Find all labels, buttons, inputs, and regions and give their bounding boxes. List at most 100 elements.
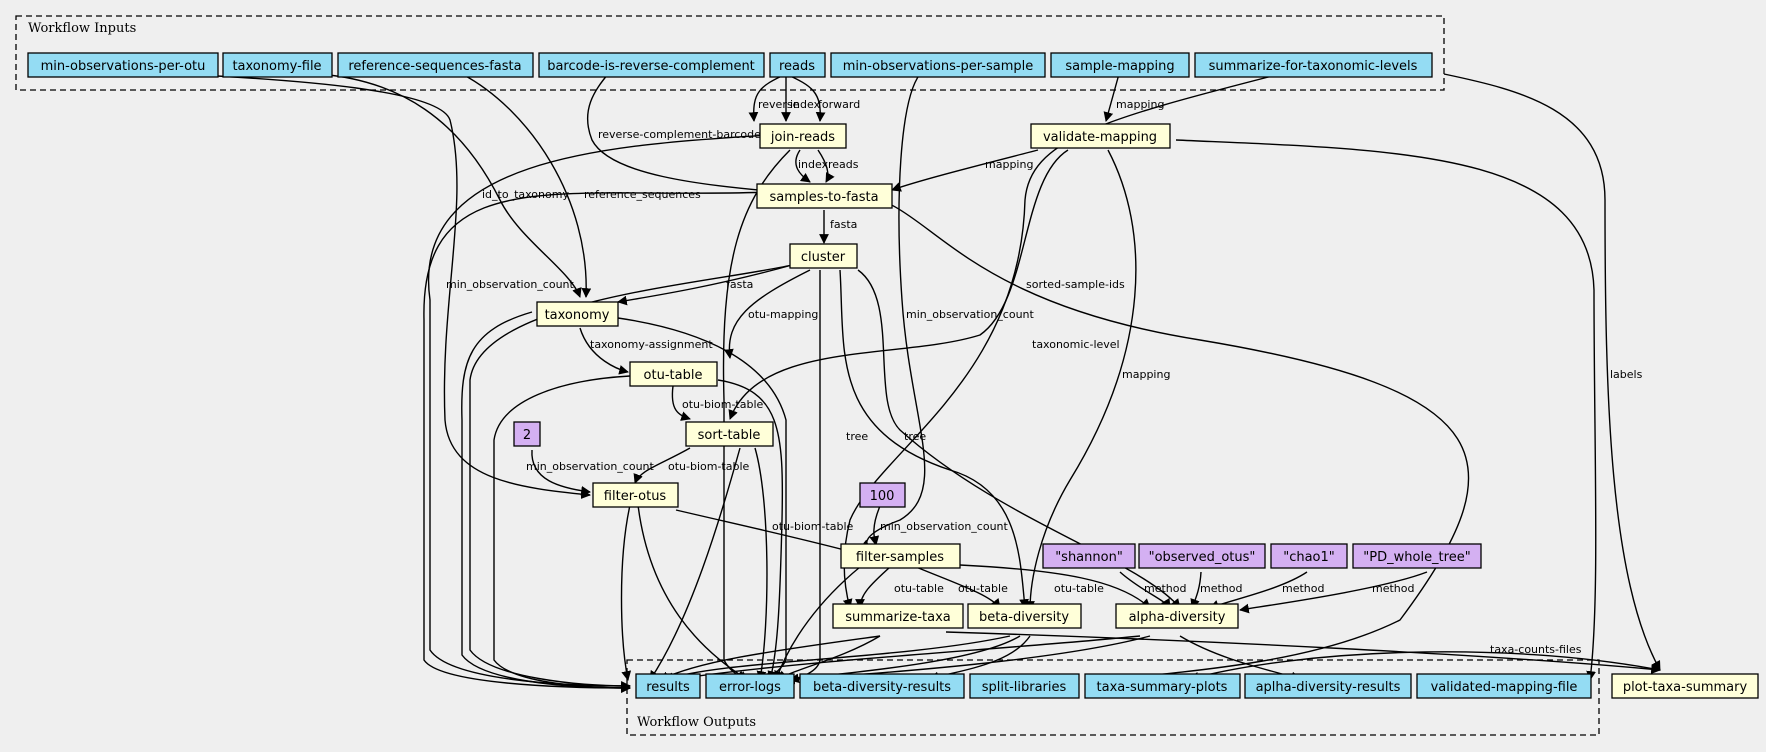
output-validated-mapping-file[interactable]: validated-mapping-file: [1416, 673, 1592, 699]
edge-sorttable-results: [649, 447, 741, 681]
step-alpha-diversity[interactable]: alpha-diversity: [1115, 603, 1239, 629]
node-label: results: [646, 680, 690, 695]
node-label: cluster: [801, 250, 846, 265]
edge-sorttable-errors: [754, 447, 768, 681]
edge-label: otu-table: [894, 582, 944, 595]
edge-join-stf-reads: [817, 149, 835, 183]
edge-validate-beta: [1025, 149, 1137, 611]
edge-label: forward: [818, 98, 860, 111]
edge-join-stf-index: [795, 149, 811, 183]
edge-label: index: [790, 98, 821, 111]
node-label: 100: [870, 489, 895, 504]
edge-label: index: [798, 158, 829, 171]
input-reference-sequences-fasta[interactable]: reference-sequences-fasta: [337, 52, 534, 78]
output-error-logs[interactable]: error-logs: [705, 673, 795, 699]
step-beta-diversity[interactable]: beta-diversity: [967, 603, 1082, 629]
edge-label: otu-biom-table: [668, 460, 750, 473]
output-alpha-diversity-results[interactable]: aplha-diversity-results: [1244, 673, 1412, 699]
input-sample-mapping[interactable]: sample-mapping: [1050, 52, 1190, 78]
edge-fs-alpha: [959, 564, 1151, 609]
edge-cluster-results: [469, 264, 793, 691]
edge-label: taxonomic-level: [1032, 338, 1120, 351]
node-label: summarize-for-taxonomic-levels: [1209, 59, 1418, 74]
param-chao1[interactable]: "chao1": [1270, 543, 1348, 569]
node-label: beta-diversity: [979, 610, 1069, 625]
edge-label: method: [1144, 582, 1186, 595]
param-pd-whole-tree[interactable]: "PD_whole_tree": [1352, 543, 1482, 569]
edge-label: min_observation_count: [526, 460, 655, 473]
step-otu-table[interactable]: otu-table: [629, 361, 718, 387]
input-barcode-is-reverse-complement[interactable]: barcode-is-reverse-complement: [538, 52, 765, 78]
node-label: reference-sequences-fasta: [348, 59, 521, 74]
step-taxonomy[interactable]: taxonomy: [536, 301, 619, 327]
output-taxa-summary-plots[interactable]: taxa-summary-plots: [1084, 673, 1241, 699]
input-min-observations-per-sample[interactable]: min-observations-per-sample: [830, 52, 1046, 78]
edge-sorttable-filterotus: [633, 447, 691, 484]
output-split-libraries[interactable]: split-libraries: [969, 673, 1080, 699]
param-two[interactable]: 2: [513, 421, 541, 447]
node-label: join-reads: [770, 130, 835, 145]
edge-stf-split: [859, 195, 1470, 685]
edge-otutable-errors: [717, 379, 784, 681]
edge-label: min_observation_count: [446, 278, 575, 291]
edge-label: reverse: [758, 98, 800, 111]
output-beta-diversity-results[interactable]: beta-diversity-results: [799, 673, 965, 699]
edge-label: reference_sequences: [584, 188, 701, 201]
node-label: "observed_otus": [1149, 550, 1256, 565]
step-summarize-taxa[interactable]: summarize-taxa: [832, 603, 964, 629]
step-samples-to-fasta[interactable]: samples-to-fasta: [756, 183, 893, 209]
edge-join-errors: [722, 149, 791, 681]
node-label: min-observations-per-sample: [843, 59, 1034, 74]
edge-label: otu-mapping: [748, 308, 818, 321]
node-label: split-libraries: [982, 680, 1067, 695]
step-validate-mapping[interactable]: validate-mapping: [1030, 123, 1171, 149]
input-reads[interactable]: reads: [769, 52, 826, 78]
edge-label: mapping: [985, 158, 1033, 171]
input-summarize-for-taxonomic-levels[interactable]: summarize-for-taxonomic-levels: [1194, 52, 1433, 78]
edge-cluster-taxonomy: [617, 264, 793, 306]
param-shannon[interactable]: "shannon": [1042, 543, 1136, 569]
edge-barcode-stf: [586, 73, 781, 197]
param-observed-otus[interactable]: "observed_otus": [1138, 543, 1266, 569]
edge-summarize-plot: [945, 631, 1661, 675]
step-join-reads[interactable]: join-reads: [759, 123, 847, 149]
node-label: barcode-is-reverse-complement: [547, 59, 755, 74]
edge-stf-results: [423, 191, 771, 693]
param-hundred[interactable]: 100: [859, 482, 906, 508]
edge-label: method: [1200, 582, 1242, 595]
edge-labels: reverse index forward mapping reverse-co…: [446, 98, 1643, 656]
edge-validate-vmf: [1175, 139, 1597, 681]
step-cluster[interactable]: cluster: [789, 243, 858, 269]
step-filter-samples[interactable]: filter-samples: [840, 543, 961, 569]
node-label: filter-samples: [856, 550, 944, 565]
input-taxonomy-file[interactable]: taxonomy-file: [222, 52, 333, 78]
edge-label: tree: [846, 430, 868, 443]
step-plot-taxa-summary[interactable]: plot-taxa-summary: [1611, 673, 1759, 699]
edge-alpha-results-r: [669, 635, 1141, 684]
step-sort-table[interactable]: sort-table: [685, 421, 774, 447]
edge-label: mapping: [1122, 368, 1170, 381]
node-label: taxonomy: [545, 308, 610, 323]
edge-taxfile-taxonomy: [317, 73, 582, 298]
edge-mapping-validate: [1103, 73, 1120, 122]
step-filter-otus[interactable]: filter-otus: [592, 482, 679, 508]
edge-minotu-filterotus: [179, 73, 591, 499]
edge-otutable-sorttable: [671, 385, 691, 421]
edge-label: otu-biom-table: [772, 520, 854, 533]
edge-label: otu-table: [958, 582, 1008, 595]
edge-summarize-results: [659, 635, 881, 681]
edge-label: id_to_taxonomy: [482, 188, 569, 201]
edge-cluster-errors: [789, 270, 821, 684]
input-min-observations-per-otu[interactable]: min-observations-per-otu: [27, 52, 219, 78]
workflow-outputs-cluster: Workflow Outputs: [626, 659, 1600, 736]
workflow-outputs-title: Workflow Outputs: [637, 715, 756, 730]
edge-beta-results-r: [664, 635, 1011, 682]
node-label: aplha-diversity-results: [1256, 680, 1401, 695]
edge-pd-alpha: [1239, 571, 1428, 614]
node-label: sort-table: [698, 428, 761, 443]
output-results[interactable]: results: [635, 673, 701, 699]
node-label: "shannon": [1055, 550, 1123, 565]
edge-two-filterotus: [531, 449, 591, 496]
edge-label: tree: [904, 430, 926, 443]
edge-cluster-beta: [839, 269, 1029, 609]
